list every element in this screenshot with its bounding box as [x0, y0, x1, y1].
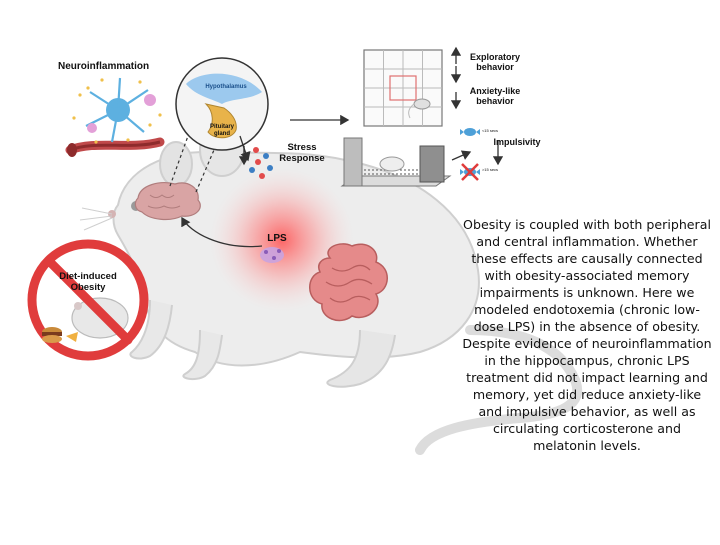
lps-particle-icon — [260, 247, 284, 263]
anxiety-behavior-label: Anxiety-like behavior — [469, 86, 521, 107]
brain-icon — [134, 182, 201, 221]
timer-long-label: >15 secs — [481, 167, 499, 172]
neuron-icon — [65, 77, 165, 155]
no-symbol-icon — [27, 239, 149, 361]
diet-obesity-label: Diet-induced Obesity — [59, 271, 117, 293]
lps-label: LPS — [267, 233, 287, 244]
hypothalamus-label: Hypothalamus — [205, 84, 247, 90]
impulsivity-label: Impulsivity — [493, 137, 541, 147]
timer-short-label: <15 secs — [481, 128, 499, 133]
exploratory-behavior-label: Exploratory behavior — [469, 52, 520, 73]
candy-reward-icon — [460, 128, 480, 181]
stress-response-label: Stress Response — [279, 142, 325, 164]
neuroinflammation-label: Neuroinflammation — [58, 61, 150, 72]
abstract-text: Obesity is coupled with both peripheral … — [462, 217, 712, 453]
hormone-molecules-icon — [238, 146, 273, 179]
operant-chamber-icon — [340, 137, 452, 187]
food-icon — [42, 327, 78, 343]
intestine-icon — [309, 243, 388, 322]
lps-to-brain-arrow — [181, 216, 263, 248]
open-field-arena-icon — [363, 49, 443, 127]
pituitary-inset — [175, 57, 269, 151]
pituitary-label: Pituitary gland — [209, 124, 234, 137]
blood-vessel-icon — [67, 143, 77, 157]
